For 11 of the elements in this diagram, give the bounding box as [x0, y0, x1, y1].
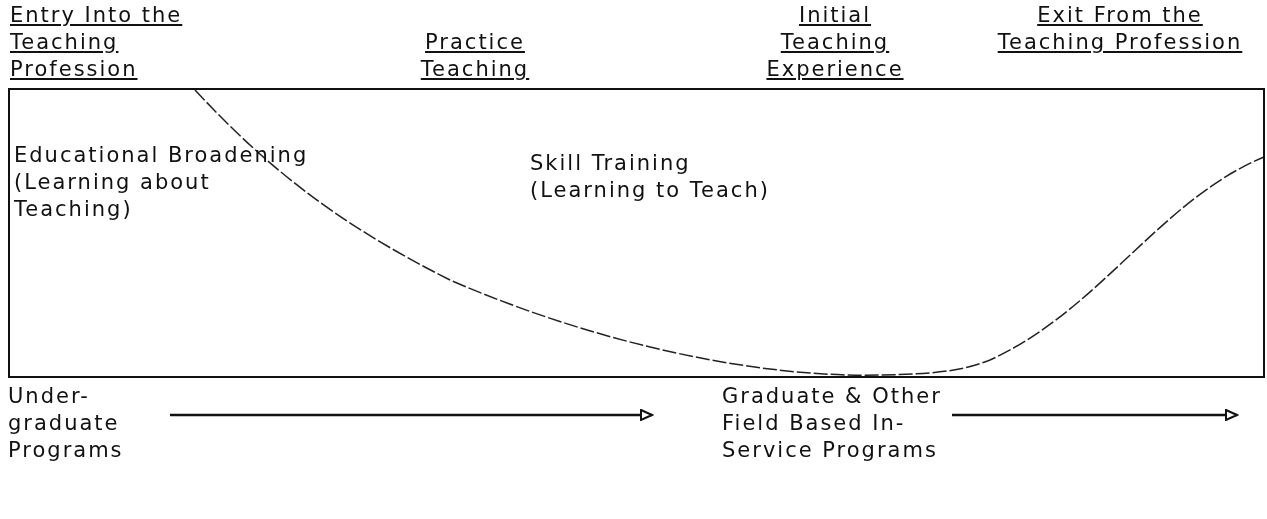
stage-heading: Exit From the Teaching Profession — [996, 2, 1244, 56]
program-label: Under- graduate Programs — [8, 383, 170, 467]
region-label: Educational Broadening (Learning about Teaching) — [14, 142, 324, 252]
arrow — [952, 409, 1238, 421]
stage-heading: Entry Into the Teaching Profession — [10, 2, 184, 83]
region-label: Skill Training (Learning to Teach) — [530, 150, 780, 260]
stage-heading: Practice Teaching — [419, 29, 531, 83]
arrow — [170, 409, 653, 421]
program-label: Graduate & Other Field Based In- Service Programs — [722, 383, 952, 519]
stage-heading: Initial Teaching Experience — [765, 2, 905, 83]
frame-box — [8, 88, 1265, 378]
